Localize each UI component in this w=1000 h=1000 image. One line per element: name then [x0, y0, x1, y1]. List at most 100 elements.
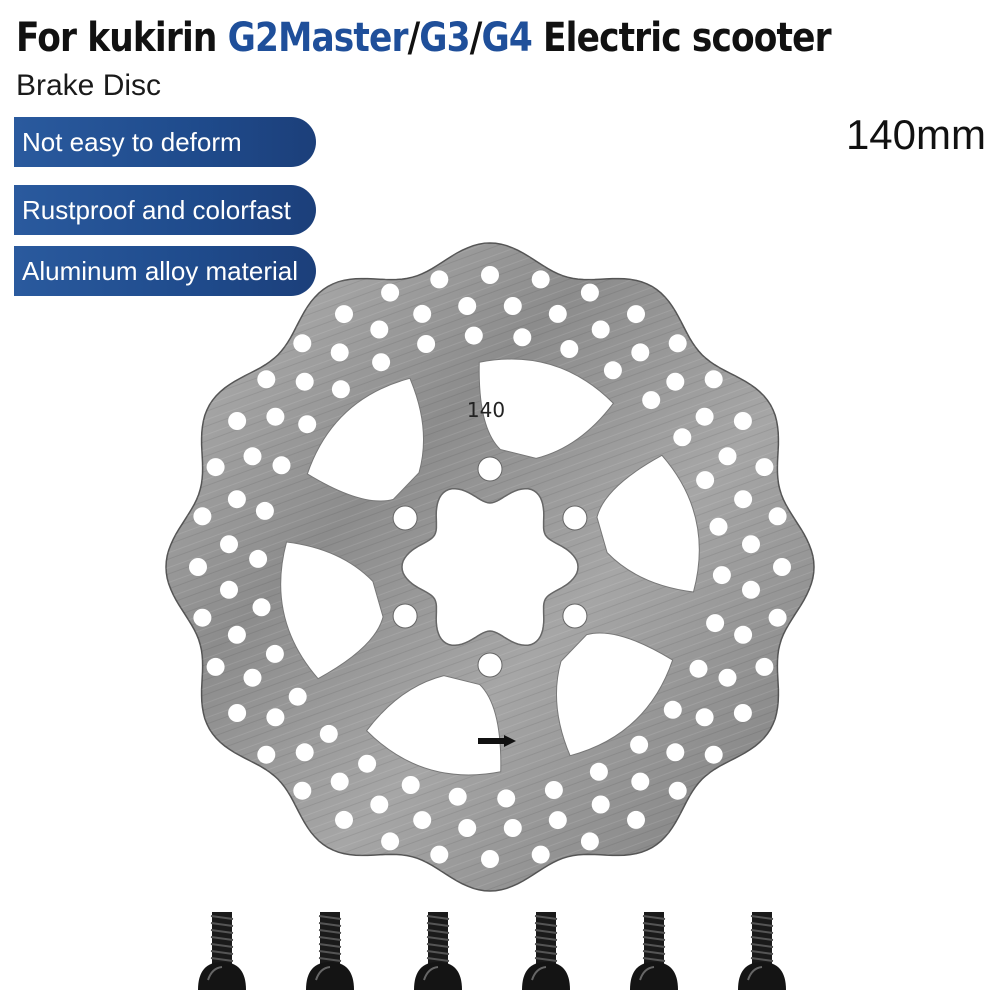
vent-hole: [243, 668, 262, 687]
vent-hole: [666, 743, 685, 762]
vent-hole: [220, 535, 238, 554]
vent-hole: [295, 372, 314, 391]
disc-engraved-size: 140: [467, 398, 505, 422]
vent-hole: [257, 745, 276, 764]
vent-hole: [544, 781, 563, 799]
vent-hole: [755, 657, 774, 676]
vent-hole: [503, 297, 522, 315]
bolt-hole: [392, 603, 418, 629]
product-subtitle: Brake Disc: [16, 69, 162, 102]
vent-hole: [370, 320, 389, 339]
vent-hole: [464, 326, 483, 345]
vent-hole: [718, 447, 737, 466]
vent-hole: [689, 659, 708, 678]
vent-hole: [695, 407, 714, 426]
vent-hole: [768, 507, 787, 526]
vent-hole: [695, 708, 714, 727]
vent-hole: [631, 343, 650, 362]
vent-hole: [513, 328, 532, 347]
vent-hole: [266, 708, 285, 727]
vent-hole: [298, 415, 317, 434]
vent-hole: [481, 850, 499, 868]
vent-hole: [243, 447, 262, 466]
vent-hole: [580, 832, 599, 851]
vent-hole: [335, 810, 353, 829]
vent-hole: [249, 549, 268, 568]
vent-hole: [413, 811, 432, 830]
screw-icon: [522, 912, 570, 990]
vent-hole: [733, 412, 752, 430]
vent-hole: [668, 781, 687, 800]
vent-hole: [330, 343, 349, 362]
vent-hole: [503, 819, 522, 837]
bolt-hole: [477, 456, 503, 482]
disc-brushed-texture: [166, 243, 814, 891]
vent-hole: [663, 700, 682, 719]
vent-hole: [266, 407, 285, 426]
vent-hole: [580, 283, 599, 302]
vent-hole: [193, 507, 212, 526]
vent-hole: [712, 566, 731, 585]
screw-set: [198, 912, 786, 990]
hub-opening: [401, 487, 579, 647]
feature-badge-aluminum-alloy: Aluminum alloy material: [14, 246, 316, 296]
vent-hole: [331, 380, 350, 399]
title-separator: /: [469, 15, 483, 61]
bolt-hole: [477, 652, 503, 678]
vent-hole: [430, 845, 449, 864]
vent-holes: [189, 266, 791, 868]
vent-hole: [481, 266, 499, 284]
screw-icon: [198, 912, 246, 990]
vent-hole: [531, 270, 550, 289]
spoke-cutout: [556, 632, 674, 757]
vent-hole: [430, 270, 449, 289]
vent-hole: [193, 608, 212, 627]
screw-icon: [306, 912, 354, 990]
vent-hole: [603, 361, 622, 380]
screw-icon: [630, 912, 678, 990]
vent-hole: [548, 811, 567, 830]
vent-hole: [668, 334, 687, 353]
title-separator: /: [407, 15, 421, 61]
vent-hole: [417, 335, 436, 353]
vent-hole: [330, 772, 349, 791]
vent-hole: [448, 787, 467, 806]
vent-hole: [288, 687, 307, 706]
vent-hole: [627, 305, 645, 324]
vent-hole: [706, 614, 725, 633]
vent-hole: [630, 735, 649, 754]
spoke-cutout: [596, 454, 700, 593]
vent-hole: [220, 580, 238, 599]
vent-hole: [381, 283, 400, 302]
vent-hole: [401, 776, 420, 794]
vent-hole: [370, 795, 389, 814]
vent-hole: [673, 428, 692, 447]
screw-icon: [738, 912, 786, 990]
vent-hole: [755, 458, 774, 477]
bolt-hole: [392, 505, 418, 531]
feature-badge-not-easy-to-deform: Not easy to deform: [14, 117, 316, 167]
vent-hole: [560, 340, 579, 358]
screw-icon: [414, 912, 462, 990]
vent-hole: [589, 762, 608, 781]
vent-hole: [591, 320, 610, 339]
vent-hole: [272, 456, 291, 475]
vent-hole: [381, 832, 400, 851]
title-model-g3: G3: [419, 15, 470, 61]
vent-hole: [227, 490, 246, 509]
spoke-cutout: [365, 675, 502, 776]
title-model-g2master: G2Master: [227, 15, 409, 61]
size-label: 140mm: [845, 111, 986, 158]
title-suffix: Electric scooter: [531, 15, 832, 61]
vent-hole: [718, 668, 737, 687]
spoke-cutout: [306, 377, 424, 502]
spoke-cutout: [478, 358, 615, 459]
rotation-arrow-icon: [478, 735, 516, 747]
vent-hole: [265, 644, 284, 663]
vent-hole: [591, 795, 610, 814]
vent-hole: [458, 819, 477, 837]
title-model-g4: G4: [481, 15, 532, 61]
vent-hole: [255, 501, 274, 520]
vent-hole: [773, 558, 791, 576]
spoke-cutout: [280, 541, 384, 680]
